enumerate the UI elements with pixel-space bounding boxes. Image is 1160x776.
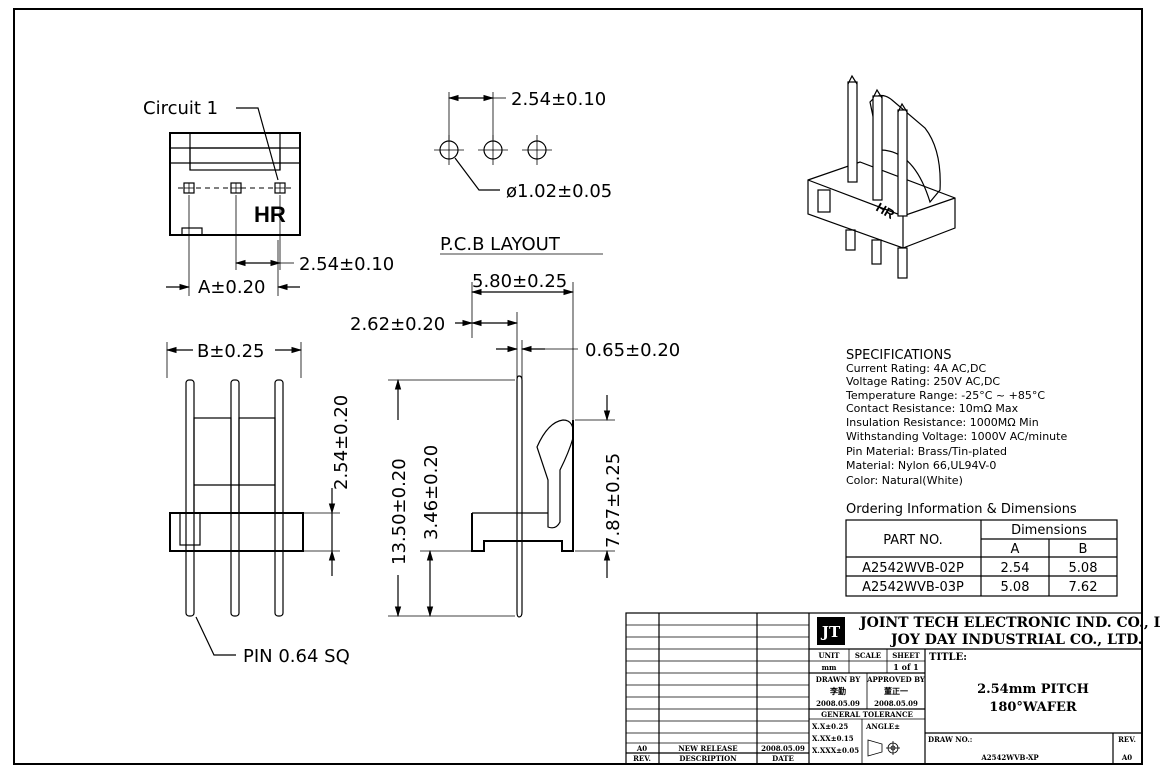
sheet-value: 1 of 1 bbox=[893, 662, 918, 672]
dim-a-cell: 5.08 bbox=[1001, 580, 1030, 595]
drawn-date: 2008.05.09 bbox=[816, 699, 860, 708]
pcb-hole bbox=[434, 135, 464, 165]
pcb-pitch-dim: 2.54±0.10 bbox=[511, 89, 606, 110]
spec-line: Contact Resistance: 10mΩ Max bbox=[846, 402, 1019, 415]
approved-date: 2008.05.09 bbox=[874, 699, 918, 708]
rev-row-rev: A0 bbox=[636, 744, 647, 753]
spec-line: Color: Natural(White) bbox=[846, 474, 963, 487]
spec-line: Pin Material: Brass/Tin-plated bbox=[846, 445, 1007, 458]
dim-b-cell: 5.08 bbox=[1069, 561, 1098, 576]
part-no-cell: A2542WVB-02P bbox=[862, 561, 964, 576]
angle-label: ANGLE± bbox=[865, 722, 900, 731]
scale-label: SCALE bbox=[855, 651, 881, 660]
outer-frame bbox=[13, 8, 1143, 765]
title-line-1: 2.54mm PITCH bbox=[977, 682, 1089, 697]
tolerance-3: X.XXX±0.05 bbox=[812, 746, 859, 755]
pitch-dim-top: 2.54±0.10 bbox=[299, 254, 394, 275]
draw-no: A2542WVB-XP bbox=[980, 753, 1039, 762]
top-view: HR Circuit 1 2.54±0.10 A±0.20 bbox=[143, 98, 394, 298]
company-name-1: JOINT TECH ELECTRONIC IND. CO., LTD. bbox=[858, 615, 1160, 631]
pin-label: PIN 0.64 SQ bbox=[243, 646, 350, 667]
pcb-layout: 2.54±0.10 ø1.02±0.05 P.C.B LAYOUT bbox=[434, 89, 612, 255]
rev-col-rev: REV. bbox=[633, 754, 651, 763]
projection-symbol-icon bbox=[867, 739, 900, 757]
unit-label: UNIT bbox=[819, 651, 841, 660]
ordering-table: Ordering Information & Dimensions PART N… bbox=[845, 502, 1118, 597]
drawn-by-label: DRAWN BY bbox=[816, 675, 861, 684]
drawn-by-name: 李勤 bbox=[829, 686, 846, 696]
title-block: A0 NEW RELEASE 2008.05.09 REV. DESCRIPTI… bbox=[625, 612, 1160, 765]
company-name-2: JOY DAY INDUSTRIAL CO., LTD. bbox=[889, 632, 1143, 648]
spec-line: Insulation Resistance: 1000MΩ Min bbox=[846, 416, 1039, 429]
col-a-header: A bbox=[1011, 542, 1020, 557]
hole-dim: ø1.02±0.05 bbox=[506, 181, 612, 202]
iso-pin bbox=[847, 74, 858, 183]
draw-no-label: DRAW NO.: bbox=[928, 735, 972, 744]
tolerance-2: X.XX±0.15 bbox=[812, 734, 854, 743]
rev-col-desc: DESCRIPTION bbox=[679, 754, 737, 763]
pin-square bbox=[183, 182, 195, 194]
spec-heading: SPECIFICATIONS bbox=[846, 348, 951, 363]
rev-row-date: 2008.05.09 bbox=[761, 744, 805, 753]
pin-height-dim: 2.54±0.20 bbox=[331, 395, 352, 490]
iso-brand-mark: HR bbox=[874, 200, 898, 223]
front-view: B±0.25 2.54±0.20 PIN 0.64 SQ bbox=[165, 341, 352, 667]
logo-text: JT bbox=[820, 623, 841, 641]
a-dim: A±0.20 bbox=[198, 277, 265, 298]
tolerance-1: X.X±0.25 bbox=[812, 722, 848, 731]
total-height-dim: 13.50±0.20 bbox=[389, 458, 410, 565]
approved-by-name: 董正一 bbox=[884, 686, 908, 696]
circuit-label: Circuit 1 bbox=[143, 98, 218, 119]
rev-label: REV. bbox=[1118, 735, 1136, 744]
offset-dim: 2.62±0.20 bbox=[350, 314, 445, 335]
brand-mark: HR bbox=[254, 202, 286, 227]
part-no-cell: A2542WVB-03P bbox=[862, 580, 964, 595]
rev-col-date: DATE bbox=[772, 754, 794, 763]
part-header: PART NO. bbox=[883, 533, 943, 548]
spec-line: Temperature Range: -25°C ~ +85°C bbox=[845, 389, 1045, 402]
width-dim: 5.80±0.25 bbox=[472, 271, 567, 292]
title-line-2: 180°WAFER bbox=[989, 700, 1077, 715]
company-logo bbox=[817, 617, 845, 645]
dims-header: Dimensions bbox=[1011, 523, 1087, 538]
iso-view: HR bbox=[807, 74, 956, 279]
pcb-hole bbox=[478, 135, 508, 165]
lock-height-dim: 7.87±0.25 bbox=[603, 453, 624, 548]
side-view: 5.80±0.25 2.62±0.20 0.65±0.20 13.50±0.20… bbox=[350, 271, 680, 618]
unit-value: mm bbox=[822, 663, 837, 672]
spec-line: Voltage Rating: 250V AC,DC bbox=[846, 375, 1000, 388]
specifications: SPECIFICATIONS Current Rating: 4A AC,DC … bbox=[845, 348, 1067, 487]
dim-b-cell: 7.62 bbox=[1069, 580, 1098, 595]
col-b-header: B bbox=[1079, 542, 1088, 557]
ordering-heading: Ordering Information & Dimensions bbox=[846, 502, 1077, 517]
thickness-dim: 0.65±0.20 bbox=[585, 340, 680, 361]
rev-value: A0 bbox=[1121, 753, 1132, 762]
iso-pin bbox=[872, 88, 883, 201]
dim-a-cell: 2.54 bbox=[1001, 561, 1030, 576]
b-dim: B±0.25 bbox=[197, 341, 265, 362]
sheet-label: SHEET bbox=[892, 651, 920, 660]
rev-row-desc: NEW RELEASE bbox=[678, 744, 737, 753]
spec-line: Material: Nylon 66,UL94V-0 bbox=[846, 459, 996, 472]
iso-pin bbox=[897, 102, 908, 217]
pin-square bbox=[230, 182, 242, 194]
spec-line: Withstanding Voltage: 1000V AC/minute bbox=[846, 430, 1067, 443]
pcb-layout-title: P.C.B LAYOUT bbox=[440, 234, 561, 255]
pin-square bbox=[274, 182, 286, 194]
pcb-hole bbox=[522, 135, 552, 165]
approved-by-label: APPROVED BY bbox=[866, 675, 926, 684]
spec-line: Current Rating: 4A AC,DC bbox=[846, 362, 986, 375]
title-label: TITLE: bbox=[929, 652, 967, 663]
tail-dim: 3.46±0.20 bbox=[421, 445, 442, 540]
tolerance-label: GENERAL TOLERANCE bbox=[821, 710, 913, 719]
